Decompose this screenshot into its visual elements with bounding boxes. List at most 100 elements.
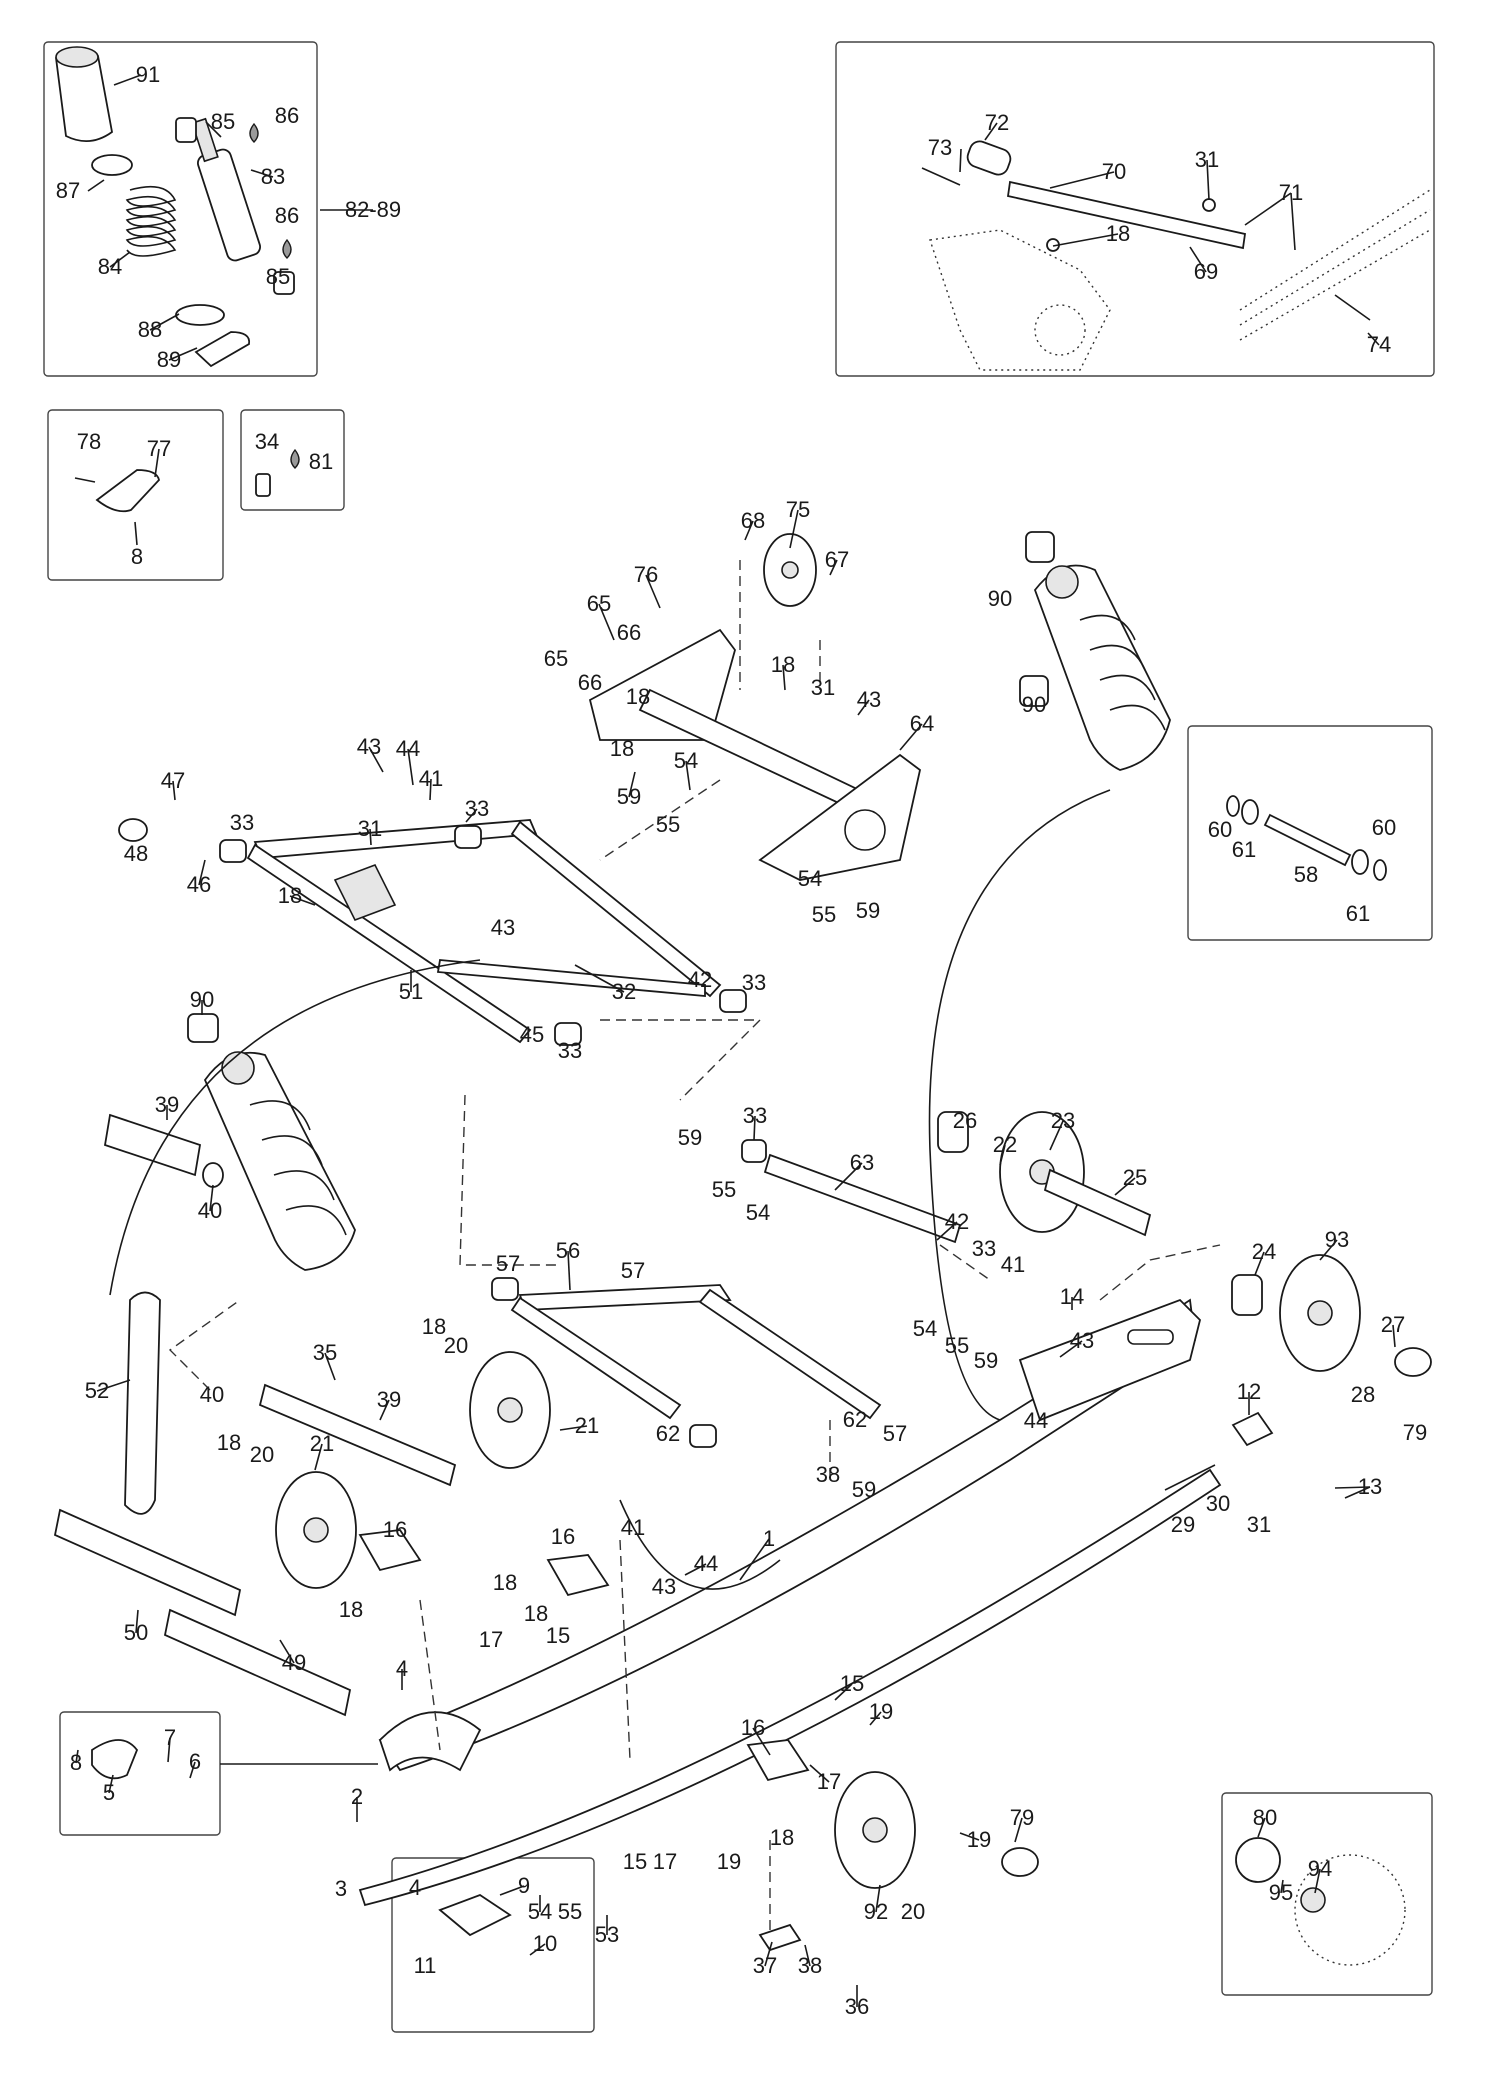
part-number-callout: 54	[913, 1316, 937, 1341]
rear-arm-left	[510, 1296, 682, 1420]
part-number-callout: 38	[816, 1462, 840, 1487]
part-number-callout: 83	[261, 164, 285, 189]
leader-line	[1014, 1817, 1023, 1843]
leader-line	[324, 1352, 336, 1381]
part-number-callout: 39	[377, 1387, 401, 1412]
link-52	[124, 1291, 161, 1515]
leader-line	[752, 1727, 771, 1756]
part-number-callout: 88	[138, 317, 162, 342]
part-number-callout: 20	[250, 1442, 274, 1467]
leader-line	[87, 179, 105, 192]
part-number-callout: 87	[56, 178, 80, 203]
part-number-callout: 12	[1237, 1379, 1261, 1404]
part-number-callout: 18	[339, 1597, 363, 1622]
rear-arm-right	[698, 1288, 882, 1420]
collar-88	[175, 304, 225, 326]
part-number-callout: 54	[746, 1200, 770, 1225]
leader-line	[1244, 192, 1292, 226]
part-number-callout: 19	[967, 1827, 991, 1852]
leader-line	[834, 1162, 863, 1191]
part-number-callout: 71	[1279, 180, 1303, 205]
part-number-callout: 59	[852, 1477, 876, 1502]
part-number-callout: 59	[974, 1348, 998, 1373]
leader-line	[167, 1737, 171, 1763]
leader-line	[1254, 1251, 1265, 1276]
part-number-callout: 39	[155, 1092, 179, 1117]
part-number-callout: 85	[211, 109, 235, 134]
front-arm-32	[118, 818, 747, 1046]
part-number-callout: 28	[1351, 1382, 1375, 1407]
grease-drop-86-top	[249, 122, 259, 143]
leader-line	[134, 521, 138, 546]
rail-ghost	[1239, 189, 1431, 341]
slider-16-left	[358, 1529, 422, 1572]
part-number-callout: 85	[266, 264, 290, 289]
leader-line	[959, 148, 962, 173]
wheel-92-hub	[862, 1817, 888, 1843]
shock-eye-upper	[1045, 565, 1079, 599]
idler-hub-75	[781, 561, 799, 579]
leader-line	[1114, 1177, 1136, 1196]
leader-line	[499, 1885, 525, 1896]
leader-line	[999, 1144, 1006, 1166]
part-number-callout: 32	[612, 979, 636, 1004]
fitting-34-inset	[255, 448, 300, 497]
bushing-90-top	[1025, 531, 1055, 563]
part-number-callout: 22	[993, 1132, 1017, 1157]
part-number-callout: 90	[1022, 692, 1046, 717]
part-number-callout: 18	[493, 1570, 517, 1595]
part-number-callout: 59	[856, 898, 880, 923]
sleeve-72	[966, 140, 1012, 176]
leader-line	[1334, 1486, 1371, 1489]
guide-f	[419, 1539, 771, 1930]
part-number-callout: 43	[357, 734, 381, 759]
part-number-callout: 2	[351, 1784, 363, 1809]
idler-wheel-92	[834, 1771, 1039, 1889]
part-number-callout: 42	[945, 1209, 969, 1234]
leader-line	[1314, 1868, 1321, 1894]
slide-2	[358, 1468, 1222, 1907]
part-number-callout: 38	[798, 1953, 822, 1978]
leader-line	[429, 778, 432, 801]
leader-line	[149, 313, 180, 331]
wheel-80-ghost	[1294, 1854, 1406, 1966]
leader-line	[1049, 1120, 1064, 1151]
part-number-callout: 29	[1171, 1512, 1195, 1537]
rear-bracket	[1018, 1298, 1274, 1491]
bushing-90-lower	[187, 1013, 219, 1043]
wheel-93-hub	[1307, 1300, 1333, 1326]
part-number-callout: 19	[869, 1699, 893, 1724]
axle-25	[1043, 1168, 1152, 1237]
bracket-hole	[844, 809, 886, 851]
part-number-callout: 43	[652, 1574, 676, 1599]
part-number-callout: 13	[1358, 1474, 1382, 1499]
nut-31	[1202, 198, 1216, 212]
leader-line	[135, 1609, 139, 1634]
washer-60-right	[1373, 859, 1387, 881]
part-number-callout: 8	[70, 1750, 82, 1775]
rear-bracket-plate	[1018, 1298, 1201, 1422]
part-number-callout: 20	[444, 1333, 468, 1358]
part-number-callout: 70	[1102, 159, 1126, 184]
part-number-callout: 66	[617, 620, 641, 645]
idler-wheel-21-upper	[258, 1351, 551, 1487]
bushing-57-right	[689, 1424, 717, 1448]
spacer-24	[1231, 1274, 1263, 1316]
part-number-callout: 58	[1294, 862, 1318, 887]
part-number-callout: 66	[578, 670, 602, 695]
part-number-callout: 55	[945, 1333, 969, 1358]
part-number-callout: 55	[712, 1177, 736, 1202]
shock-eye-lower	[221, 1051, 255, 1085]
leader-line	[834, 1683, 853, 1701]
leader-line	[529, 1943, 546, 1956]
leader-line	[154, 448, 160, 478]
part-number-callout: 92	[864, 1899, 888, 1924]
leader-line	[684, 1563, 707, 1576]
link-52-trace	[109, 959, 481, 1296]
assembly-guides	[168, 560, 1221, 1930]
part-number-callout: 80	[1253, 1805, 1277, 1830]
part-number-callout: 43	[1070, 1328, 1094, 1353]
shock-boot-lower	[203, 1051, 356, 1271]
part-number-callout: 18	[771, 652, 795, 677]
